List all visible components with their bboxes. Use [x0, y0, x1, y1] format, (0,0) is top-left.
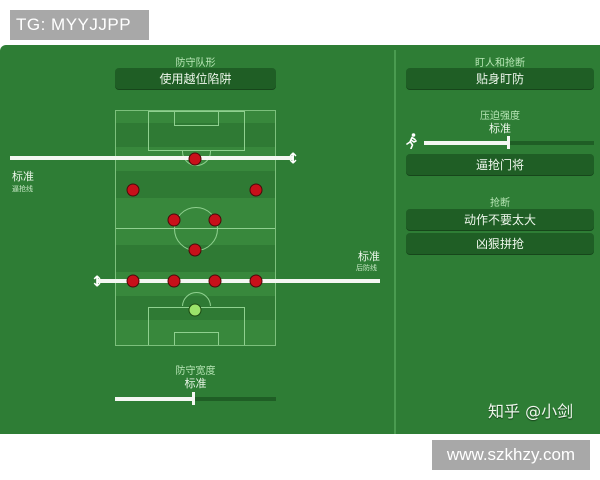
vertical-arrows-icon[interactable]: ↕: [286, 149, 300, 168]
engagement-line-label: 逼抢线: [12, 185, 33, 193]
engagement-line-value: 标准: [12, 170, 34, 183]
defensive-line-value: 标准: [358, 250, 380, 263]
player-marker-rcb[interactable]: [208, 274, 222, 288]
pressing-intensity-slider-fill: [424, 141, 508, 145]
get-stuck-in-button[interactable]: 凶狠拼抢: [406, 233, 594, 255]
defensive-width-slider[interactable]: [115, 397, 276, 401]
press-goalkeeper-button[interactable]: 逼抢门将: [406, 154, 594, 176]
player-marker-rm[interactable]: [249, 183, 263, 197]
tight-marking-button[interactable]: 贴身盯防: [406, 68, 594, 90]
goal-area-bottom: [174, 332, 219, 345]
offside-trap-button[interactable]: 使用越位陷阱: [115, 68, 276, 90]
player-marker-lcb[interactable]: [167, 274, 181, 288]
pressing-intensity-value: 标准: [489, 122, 511, 135]
marking-tackling-label: 盯人和抢断: [475, 58, 525, 69]
defensive-width-value: 标准: [184, 377, 207, 390]
defensive-line-label: 后防线: [356, 264, 377, 272]
watermark-top: TG: MYYJJPP: [10, 10, 149, 40]
player-marker-dm[interactable]: [188, 243, 202, 257]
defensive-width-label: 防守宽度: [175, 366, 216, 377]
pitch: [115, 110, 276, 346]
player-marker-st[interactable]: [188, 152, 202, 166]
watermark-bottom: www.szkhzy.com: [432, 440, 590, 470]
pitch-stripe: [116, 171, 275, 198]
runner-icon: [406, 133, 418, 152]
player-marker-lcm[interactable]: [167, 213, 181, 227]
player-marker-rb[interactable]: [249, 274, 263, 288]
goal-area-top: [174, 111, 219, 126]
tackling-label: 抢断: [490, 198, 510, 209]
defensive-width-slider-thumb[interactable]: [192, 392, 195, 405]
runner-icon-svg: [406, 133, 417, 150]
player-marker-lb[interactable]: [126, 274, 140, 288]
engagement-line-handle[interactable]: [10, 156, 293, 160]
panel-divider: [394, 50, 396, 434]
stay-on-feet-button[interactable]: 动作不要太大: [406, 209, 594, 231]
vertical-arrows-icon[interactable]: ↕: [90, 272, 104, 291]
player-marker-gk[interactable]: [188, 303, 202, 317]
player-marker-lm[interactable]: [126, 183, 140, 197]
defensive-line-handle[interactable]: [97, 279, 380, 283]
pressing-intensity-label: 压迫强度: [480, 111, 520, 122]
defensive-shape-label: 防守队形: [175, 58, 216, 69]
pressing-intensity-slider-thumb[interactable]: [507, 136, 510, 149]
pitch-stripe: [116, 123, 275, 147]
player-marker-rcm[interactable]: [208, 213, 222, 227]
defensive-width-slider-fill: [115, 397, 194, 401]
brand-watermark: 知乎 @小剑: [488, 402, 574, 421]
